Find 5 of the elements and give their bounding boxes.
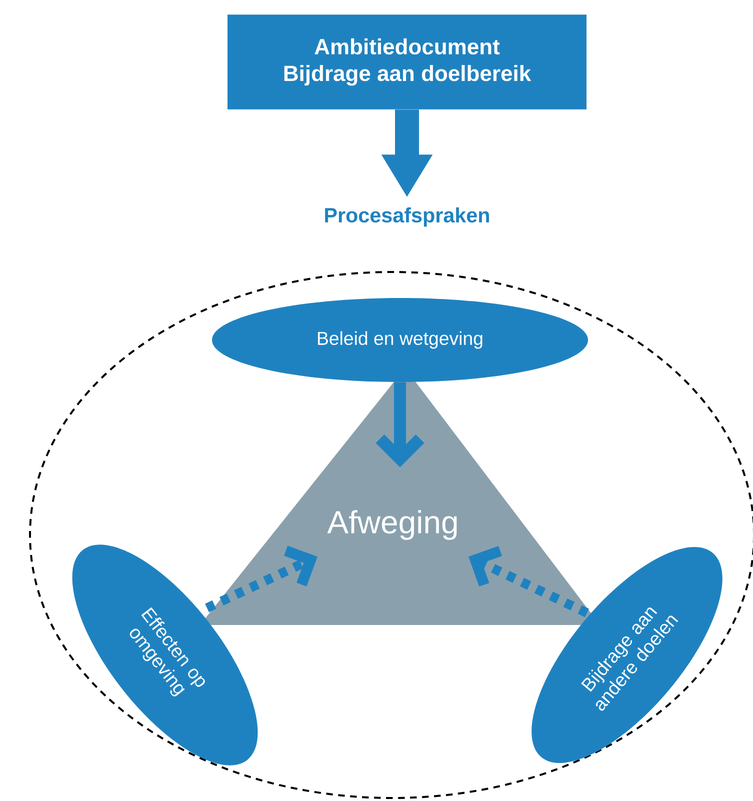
arrow — [205, 546, 318, 612]
arrow — [468, 546, 589, 618]
title-box: Ambitiedocument Bijdrage aan doelbereik — [228, 14, 586, 110]
heading-text: Procesafspraken — [325, 207, 489, 227]
triangle: Afweging — [200, 368, 600, 625]
